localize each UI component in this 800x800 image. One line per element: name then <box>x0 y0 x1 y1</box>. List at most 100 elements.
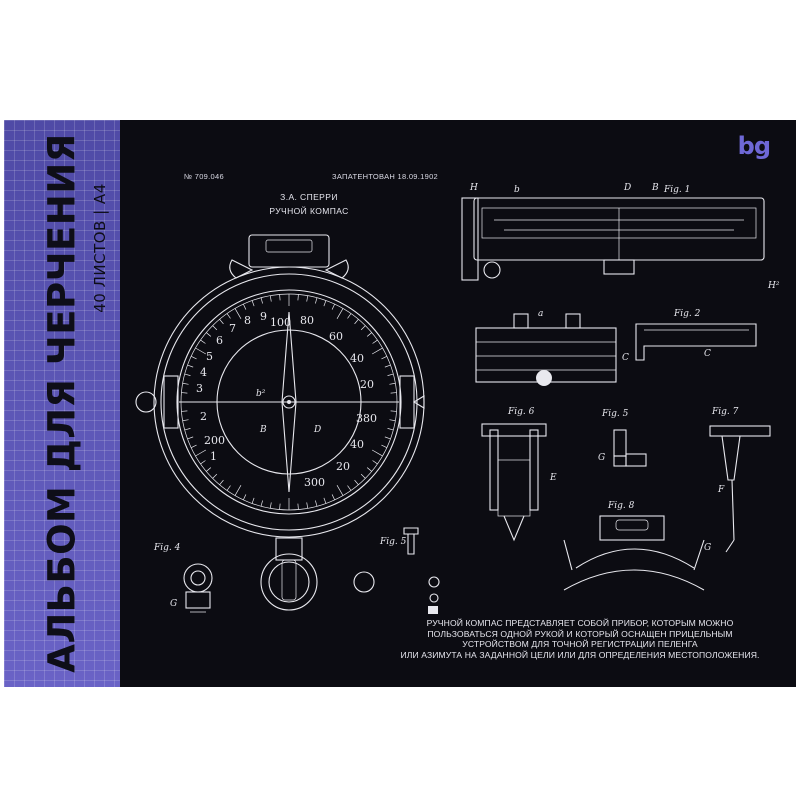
svg-text:G: G <box>598 453 605 463</box>
cover-spine-band: АЛЬБОМ ДЛЯ ЧЕРЧЕНИЯ 40 ЛИСТОВ | А4 <box>4 120 120 687</box>
dial-tick <box>331 303 335 310</box>
dial-tick <box>387 373 394 376</box>
svg-text:Fig. 7: Fig. 7 <box>711 407 739 417</box>
dial-tick <box>315 500 318 507</box>
dial-tick <box>366 467 372 472</box>
svg-text:2: 2 <box>200 410 207 423</box>
compass-figure: 100 80 60 40 20 380 40 20 300 200 9 8 7 … <box>135 234 425 611</box>
dial-tick <box>347 485 352 491</box>
dial-tick <box>279 503 281 510</box>
dial-tick <box>181 392 188 394</box>
dial-tick <box>347 313 352 319</box>
dial-tick <box>384 364 391 368</box>
dial-tick <box>181 410 188 412</box>
svg-text:Fig. 4: Fig. 4 <box>153 543 181 553</box>
dial-tick <box>323 300 327 307</box>
svg-text:Fig. 6: Fig. 6 <box>507 407 535 417</box>
dial-tick <box>195 347 207 355</box>
svg-text:H²: H² <box>767 281 780 291</box>
album-cover: АЛЬБОМ ДЛЯ ЧЕРЧЕНИЯ 40 ЛИСТОВ | А4 bg № … <box>4 120 796 687</box>
detail-screws: Fig. 5 <box>353 527 440 614</box>
dial-tick <box>279 294 281 301</box>
svg-text:9: 9 <box>260 310 267 323</box>
svg-text:b²: b² <box>256 389 266 399</box>
detail-figure-3: a C <box>475 309 629 386</box>
detail-figure-5: Fig. 5 G <box>598 409 647 467</box>
dial-tick <box>306 502 309 509</box>
dial-tick <box>336 308 344 320</box>
svg-text:Fig. 8: Fig. 8 <box>607 501 635 511</box>
svg-text:F: F <box>717 485 725 495</box>
dial-tick <box>219 319 224 325</box>
dial-tick <box>372 339 378 344</box>
svg-text:20: 20 <box>336 460 350 473</box>
dial-tick <box>251 497 255 504</box>
brand-logo: bg <box>737 132 771 160</box>
dial-tick <box>190 444 197 448</box>
dial-tick <box>187 436 194 440</box>
dial-tick <box>336 484 344 496</box>
svg-text:20: 20 <box>360 378 374 391</box>
svg-text:G: G <box>704 543 711 553</box>
detail-figure-2-assembly: H Fig. 1 b D B H² <box>461 183 780 291</box>
svg-text:C: C <box>704 349 711 359</box>
svg-text:Fig. 5: Fig. 5 <box>379 537 407 547</box>
dial-tick <box>187 364 194 368</box>
svg-text:380: 380 <box>356 412 377 425</box>
device-name: РУЧНОЙ КОМПАС <box>269 206 349 216</box>
dial-tick <box>306 295 309 302</box>
dial-tick <box>389 419 396 422</box>
dial-tick <box>182 382 189 385</box>
dial-tick <box>354 479 359 485</box>
detail-figure-8: Fig. 8 G <box>563 501 711 591</box>
dial-tick <box>234 484 242 496</box>
dial-tick <box>243 303 247 310</box>
svg-text:3: 3 <box>196 382 203 395</box>
svg-text:40: 40 <box>350 352 364 365</box>
dial-tick <box>269 295 272 302</box>
patent-drawing: 100 80 60 40 20 380 40 20 300 200 9 8 7 … <box>135 183 780 614</box>
dial-tick <box>390 410 397 412</box>
dial-tick <box>206 467 212 472</box>
svg-text:300: 300 <box>304 476 325 489</box>
svg-text:200: 200 <box>204 434 225 447</box>
dial-tick <box>269 502 272 509</box>
dial-tick <box>226 485 231 491</box>
svg-text:C: C <box>622 353 629 363</box>
svg-text:Fig. 2: Fig. 2 <box>673 309 701 319</box>
dial-tick <box>297 503 299 510</box>
svg-text:7: 7 <box>229 322 236 335</box>
svg-text:8: 8 <box>244 314 251 327</box>
description-line-4: или азимута на заданной цели или для опр… <box>400 649 760 660</box>
detail-figure-7: Fig. 7 F <box>709 407 771 553</box>
dial-tick <box>390 392 397 394</box>
dial-tick <box>184 373 191 376</box>
dial-tick <box>182 419 189 422</box>
dial-tick <box>360 325 366 331</box>
svg-text:D: D <box>313 425 321 435</box>
patent-date: ЗАПАТЕНТОВАН 18.09.1902 <box>332 172 439 181</box>
svg-text:4: 4 <box>200 366 207 379</box>
description-block: Ручной компас представляет собой прибор,… <box>374 618 786 660</box>
dial-tick <box>200 339 206 344</box>
svg-text:H: H <box>469 183 478 193</box>
dial-tick <box>251 300 255 307</box>
svg-text:B: B <box>259 425 267 435</box>
svg-text:Fig. 1: Fig. 1 <box>663 185 690 195</box>
dial-tick <box>372 460 378 465</box>
detail-figure-2: Fig. 2 C <box>635 309 757 361</box>
dial-tick <box>366 332 372 337</box>
dial-tick <box>219 479 224 485</box>
dial-tick <box>243 494 247 501</box>
svg-text:G: G <box>170 599 177 609</box>
dial-tick <box>190 356 197 360</box>
svg-text:60: 60 <box>329 330 343 343</box>
dial-tick <box>297 294 299 301</box>
dial-tick <box>184 428 191 431</box>
svg-text:E: E <box>549 473 557 483</box>
dial-tick <box>387 428 394 431</box>
dial-tick <box>381 356 388 360</box>
patent-number: № 709.046 <box>184 172 224 181</box>
svg-text:Fig. 5: Fig. 5 <box>601 409 629 419</box>
svg-text:6: 6 <box>216 334 223 347</box>
